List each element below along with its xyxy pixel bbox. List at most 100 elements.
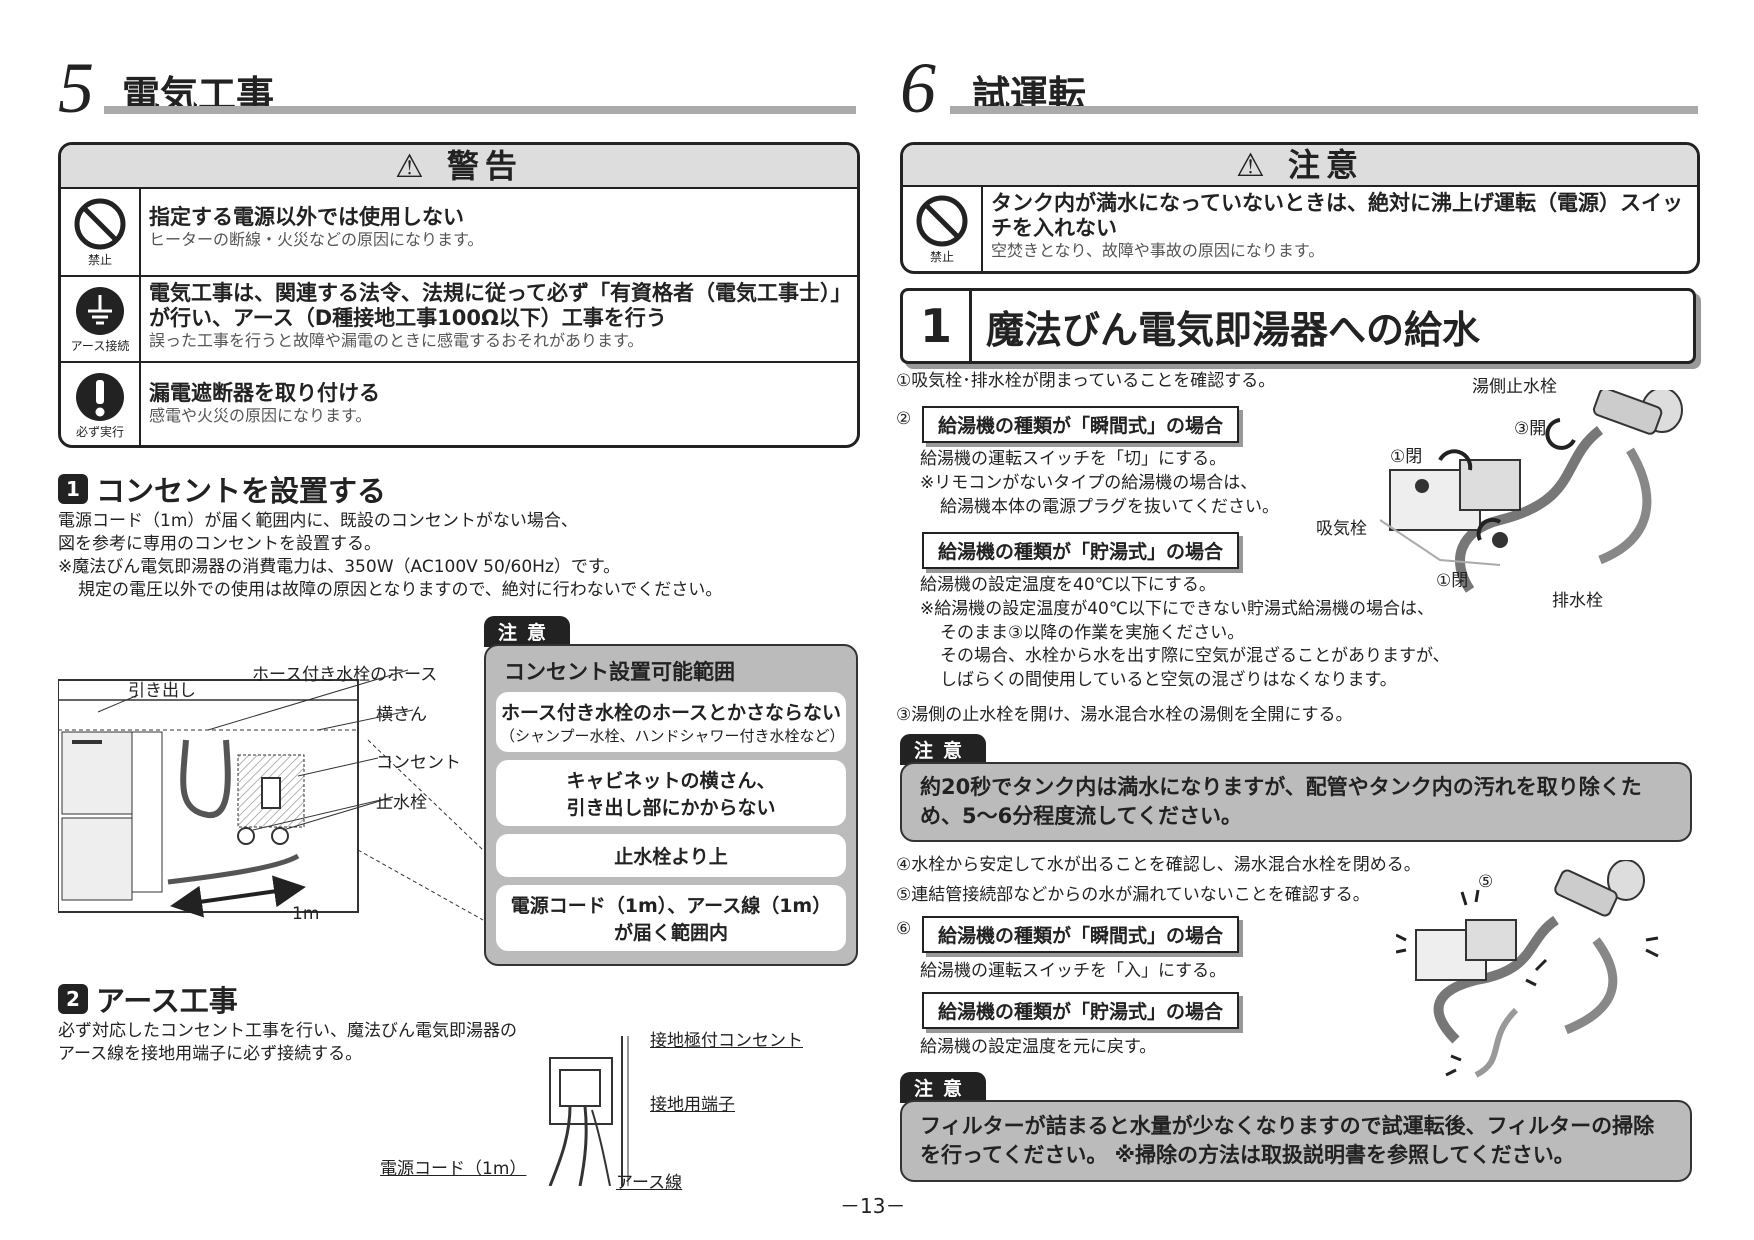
item-line: キャビネットの横さん、 — [566, 770, 776, 792]
warning-main-text: 漏電遮断器を取り付ける — [149, 381, 380, 405]
note-2-box: フィルターが詰まると水量が少なくなりますので試運転後、フィルターの掃除を行ってく… — [900, 1100, 1692, 1182]
caution-sub-text: 空焚きとなり、故障や事故の原因になります。 — [991, 241, 1325, 261]
outlet-range-item: 止水栓より上 — [496, 834, 846, 877]
warning-sub-text: 感電や火災の原因になります。 — [149, 406, 372, 426]
prohibited-icon — [916, 195, 968, 246]
warning-header-text: 警告 — [446, 147, 523, 185]
caution-main-text: タンク内が満水になっていないときは、絶対に沸上げ運転（電源）スイッチを入れない — [991, 191, 1683, 241]
label-ground-terminal: 接地用端子 — [650, 1095, 735, 1115]
outlet-range-title: コンセント設置可能範囲 — [504, 660, 735, 684]
label-five: ⑤ — [1478, 872, 1494, 892]
item-line: が届く範囲内 — [613, 922, 728, 944]
step-item-6-marker: ⑥ — [896, 919, 912, 939]
label-stopcock: 止水栓 — [376, 793, 427, 813]
instant-instructions: 給湯機の運転スイッチを「切」にする。 ※リモコンがないタイプの給湯機の場合は、 … — [920, 448, 1279, 519]
warning-row: 必ず実行 漏電遮断器を取り付ける 感電や火災の原因になります。 — [61, 361, 857, 445]
text-line: 給湯機の運転スイッチを「切」にする。 — [920, 449, 1227, 469]
instant-type-text: 給湯機の種類が「瞬間式」の場合 — [922, 406, 1240, 443]
warning-sub-text: 誤った工事を行うと故障や漏電のときに感電するおそれがあります。 — [149, 331, 644, 351]
prohibited-icon — [74, 198, 126, 249]
text-line: しばらくの間使用していると空気の混ざりはなくなります。 — [940, 670, 1397, 691]
caution-row: 禁止 タンク内が満水になっていないときは、絶対に沸上げ運転（電源）スイッチを入れ… — [903, 187, 1697, 271]
valve-diagram — [1380, 390, 1683, 593]
storage-type-label-2: 給湯機の種類が「貯湯式」の場合 — [922, 992, 1240, 1029]
caution-box: ⚠ 注意 禁止 タンク内が満水になっていないときは、絶対に沸上げ運転（電源）スイ… — [900, 142, 1700, 274]
section-rule — [950, 106, 1698, 114]
note-1-tag: 注意 — [900, 734, 987, 765]
earth-ground-icon — [76, 286, 124, 335]
note-tag-text: 注意 — [900, 734, 987, 765]
step-item-2-marker: ② — [896, 409, 912, 429]
subsection-earth-heading: 2 アース工事 — [58, 978, 238, 1020]
warning-row-icon: 必ず実行 — [61, 363, 141, 445]
section-number-5: 5 — [58, 48, 94, 128]
step-number: 1 — [903, 291, 972, 361]
item-line: （シャンプー水栓、ハンドシャワー付き水栓など） — [500, 727, 845, 745]
caution-header: ⚠ 注意 — [903, 145, 1697, 187]
caution-row-icon: 禁止 — [903, 187, 983, 271]
warning-row: 禁止 指定する電源以外では使用しない ヒーターの断線・火災などの原因になります。 — [61, 189, 857, 275]
warning-row-icon: アース接続 — [61, 277, 141, 361]
instant-type-label-2: 給湯機の種類が「瞬間式」の場合 — [922, 916, 1240, 953]
text-line: 給湯機本体の電源プラグを抜いてください。 — [940, 496, 1279, 517]
note-2-text: フィルターが詰まると水量が少なくなりますので試運転後、フィルターの掃除を行ってく… — [920, 1113, 1655, 1167]
warning-triangle-icon: ⚠ — [395, 147, 430, 185]
label-outlet: コンセント — [376, 753, 461, 773]
leak-check-diagram — [1396, 860, 1659, 1078]
section-rule — [104, 106, 856, 114]
outlet-range-item: ホース付き水栓のホースとかさならない （シャンプー水栓、ハンドシャワー付き水栓な… — [496, 692, 846, 752]
label-side: 横さん — [376, 705, 427, 725]
storage-type-text: 給湯機の種類が「貯湯式」の場合 — [922, 532, 1240, 569]
earth-instructions: 必ず対応したコンセント工事を行い、魔法びん電気即湯器の アース線を接地用端子に必… — [58, 1020, 517, 1066]
label-drawer: 引き出し — [128, 681, 196, 701]
item-line: 電源コード（1m）、アース線（1m） — [510, 895, 832, 917]
warning-header: ⚠ 警告 — [61, 145, 857, 189]
caution-tag-text: 注意 — [484, 616, 571, 647]
warning-row-icon: 禁止 — [61, 189, 141, 275]
storage-type-text: 給湯機の種類が「貯湯式」の場合 — [922, 992, 1240, 1029]
step-item-3: ③湯側の止水栓を開け、湯水混合水栓の湯側を全開にする。 — [896, 705, 1353, 725]
instant-run-instruction: 給湯機の運転スイッチを「入」にする。 — [920, 961, 1227, 981]
step-title: 魔法びん電気即湯器への給水 — [986, 307, 1481, 352]
earth-outlet-diagram — [548, 1036, 629, 1186]
mandatory-action-icon — [76, 372, 124, 421]
label-hot-stopcock: 湯側止水栓 — [1472, 377, 1557, 397]
label-hose: ホース付き水栓のホース — [252, 665, 438, 685]
storage-restore-instruction: 給湯機の設定温度を元に戻す。 — [920, 1037, 1157, 1057]
warning-box: ⚠ 警告 禁止 指定する電源以外では使用しない ヒーターの断線・火災などの原因に… — [58, 142, 860, 448]
item-line: 止水栓より上 — [614, 846, 728, 868]
text-line: そのまま③以降の作業を実施ください。 — [940, 622, 1245, 643]
step-item-4: ④水栓から安定して水が出ることを確認し、湯水混合水栓を閉める。 — [896, 855, 1421, 875]
text-line: 必ず対応したコンセント工事を行い、魔法びん電気即湯器の — [58, 1021, 517, 1041]
label-power-cord: 電源コード（1m） — [380, 1159, 527, 1179]
text-line: 電源コード（1m）が届く範囲内に、既設のコンセントがない場合、 — [58, 511, 578, 531]
label-grounded-outlet: 接地極付コンセント — [650, 1031, 803, 1051]
storage-type-label: 給湯機の種類が「貯湯式」の場合 — [922, 532, 1240, 569]
step-item-1: ①吸気栓･排水栓が閉まっていることを確認する。 — [896, 371, 1276, 391]
icon-label: 禁止 — [929, 249, 954, 264]
step-heading: 1 魔法びん電気即湯器への給水 — [900, 288, 1696, 364]
warning-triangle-icon: ⚠ — [1236, 146, 1271, 184]
subsection-badge: 1 — [58, 474, 88, 504]
label-length: 1m — [292, 904, 320, 924]
subsection-badge: 2 — [58, 984, 88, 1014]
warning-sub-text: ヒーターの断線・火災などの原因になります。 — [149, 230, 484, 250]
outlet-instructions: 電源コード（1m）が届く範囲内に、既設のコンセントがない場合、 図を参考に専用の… — [58, 510, 722, 602]
text-line: 規定の電圧以外での使用は故障の原因となりますので、絶対に行わないでください。 — [78, 579, 723, 600]
label-open-3: ③開 — [1514, 419, 1547, 439]
label-earth-wire: アース線 — [616, 1173, 683, 1193]
outlet-range-item: キャビネットの横さん、 引き出し部にかからない — [496, 760, 846, 826]
note-1-box: 約20秒でタンク内は満水になりますが、配管やタンク内の汚れを取り除くため、5～6… — [900, 762, 1692, 842]
text-line: 給湯機の設定温度を40℃以下にする。 — [920, 575, 1216, 595]
label-closed-1b: ①閉 — [1436, 571, 1469, 591]
warning-row: アース接続 電気工事は、関連する法令、法規に従って必ず「有資格者（電気工事士）」… — [61, 275, 857, 361]
subsection-outlet-heading: 1 コンセントを設置する — [58, 468, 386, 510]
instant-type-text: 給湯機の種類が「瞬間式」の場合 — [922, 916, 1240, 953]
page-number: －13－ — [840, 1194, 906, 1218]
text-line: ※給湯機の設定温度が40℃以下にできない貯湯式給湯機の場合は、 — [920, 598, 1434, 619]
instant-type-label: 給湯機の種類が「瞬間式」の場合 — [922, 406, 1240, 443]
caution-header-text: 注意 — [1287, 146, 1364, 184]
text-line: ※魔法びん電気即湯器の消費電力は、350W（AC100V 50/60Hz）です。 — [58, 556, 621, 577]
caution-tag: 注意 — [484, 616, 571, 647]
icon-label: アース接続 — [70, 338, 130, 353]
